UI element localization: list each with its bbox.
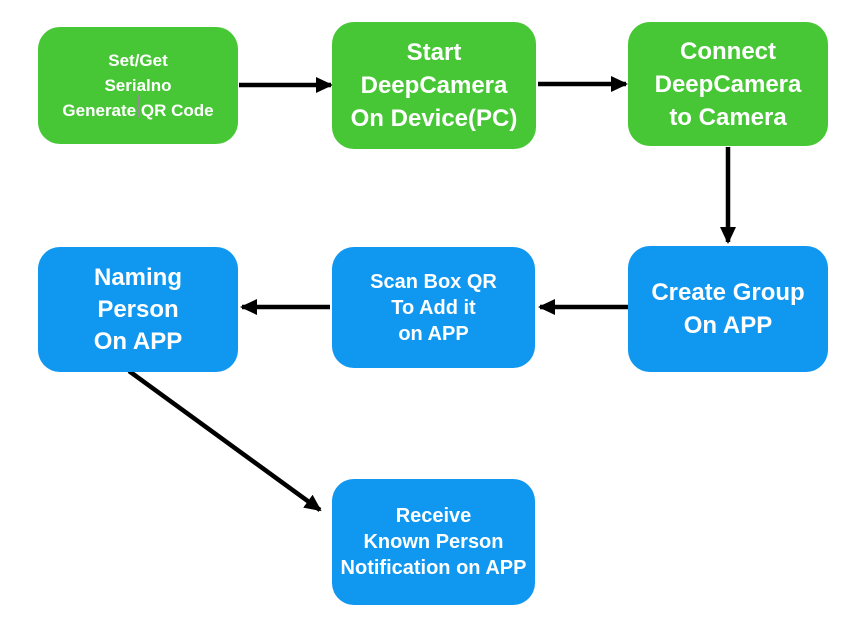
node-line: Notification on APP bbox=[340, 557, 527, 579]
node-line: On Device(PC) bbox=[350, 105, 518, 132]
node-serialno-qr: Set/Get Serialno Generate QR Code bbox=[38, 27, 238, 144]
text-cursor bbox=[137, 95, 139, 118]
node-connect-deepcamera: Connect DeepCamera to Camera bbox=[628, 22, 828, 146]
node-line: Create Group bbox=[651, 279, 805, 306]
node-line: Connect bbox=[680, 37, 776, 65]
node-receive-notification: Receive Known Person Notification on APP bbox=[332, 479, 535, 605]
node-line: Naming bbox=[93, 263, 182, 291]
node-line: To Add it bbox=[391, 296, 476, 319]
node-line: on APP bbox=[398, 322, 469, 345]
node-line: DeepCamera bbox=[654, 70, 802, 98]
node-naming-person: Naming Person On APP bbox=[38, 247, 238, 372]
node-line: On APP bbox=[93, 327, 183, 355]
node-start-deepcamera: Start DeepCamera On Device(PC) bbox=[332, 22, 536, 149]
node-line: Set/Get bbox=[108, 51, 168, 70]
node-line: Receive bbox=[395, 505, 472, 527]
node-create-group: Create Group On APP bbox=[628, 246, 828, 372]
node-line: to Camera bbox=[669, 103, 787, 131]
node-scan-box-qr: Scan Box QR To Add it on APP bbox=[332, 247, 535, 368]
node-line: Start bbox=[406, 39, 462, 66]
node-line: Scan Box QR bbox=[370, 270, 497, 293]
node-line: On APP bbox=[683, 312, 773, 339]
arrow-naming-person-to-receive bbox=[127, 369, 322, 512]
node-line: Serialno bbox=[104, 76, 172, 95]
node-line: DeepCamera bbox=[360, 72, 508, 99]
node-line: Person bbox=[97, 295, 179, 323]
node-line: Known Person bbox=[363, 531, 504, 553]
